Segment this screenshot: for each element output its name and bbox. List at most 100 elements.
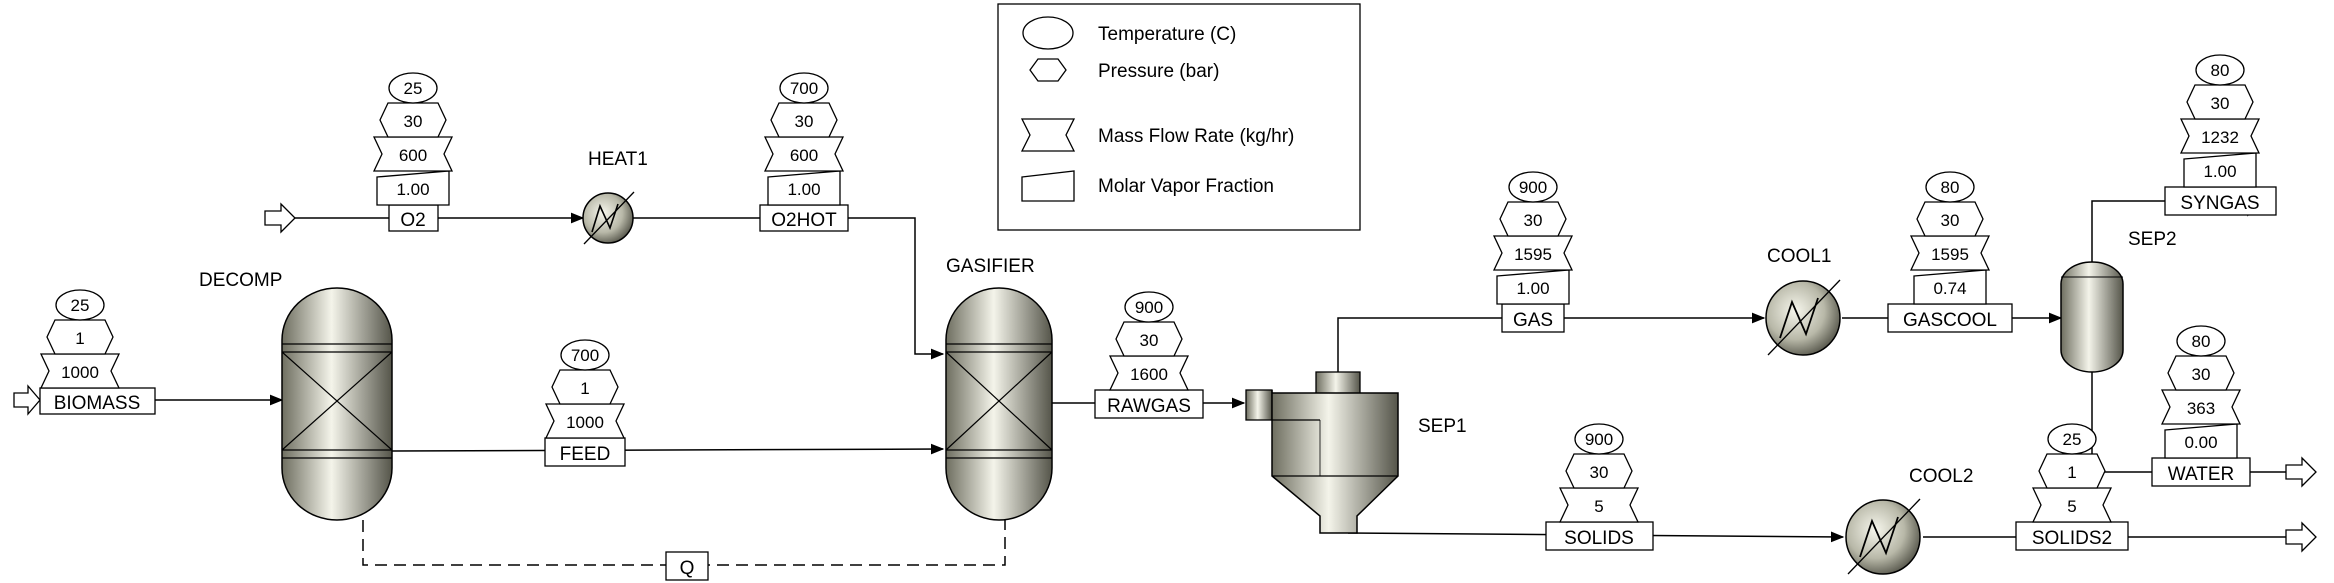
mass-flow-tag bbox=[1108, 355, 1190, 391]
tag-v-value: 0.00 bbox=[2184, 433, 2217, 452]
sep2-label: SEP2 bbox=[2128, 229, 2177, 250]
vapor-fraction-tag bbox=[2183, 152, 2257, 188]
tag-f-value: 363 bbox=[2187, 399, 2215, 418]
legend-pressure-symbol bbox=[1029, 58, 1067, 82]
temperature-tag bbox=[2195, 54, 2245, 86]
tag-p-value: 30 bbox=[2192, 365, 2211, 384]
legend-temperature-symbol bbox=[1022, 16, 1074, 50]
sep1-label: SEP1 bbox=[1418, 416, 1467, 437]
o2-inlet-arrow bbox=[264, 202, 296, 234]
cool1-cooler[interactable] bbox=[1765, 279, 1841, 356]
vapor-fraction-tag bbox=[376, 170, 450, 206]
tag-t-value: 700 bbox=[790, 79, 818, 98]
tag-f-value: 1595 bbox=[1514, 245, 1552, 264]
sep1-cyclone[interactable] bbox=[1245, 371, 1399, 534]
stream-label-biomass[interactable]: BIOMASS bbox=[39, 387, 156, 415]
tag-p-value: 1 bbox=[75, 329, 84, 348]
mass-flow-tag bbox=[544, 403, 626, 439]
vapor-fraction-tag bbox=[1496, 269, 1570, 305]
temperature-tag bbox=[2047, 423, 2097, 455]
tag-p-value: 1 bbox=[2067, 463, 2076, 482]
stream-label-solids2[interactable]: SOLIDS2 bbox=[2015, 521, 2129, 551]
mass-flow-tag bbox=[763, 136, 845, 172]
tag-f-value: 1232 bbox=[2201, 128, 2239, 147]
tag-v-value: 0.74 bbox=[1933, 279, 1966, 298]
tag-v-value: 1.00 bbox=[396, 180, 429, 199]
legend-vapor-fraction-label: Molar Vapor Fraction bbox=[1098, 176, 1274, 197]
stream-name-gas: GAS bbox=[1513, 310, 1553, 331]
stream-name-solids: SOLIDS bbox=[1564, 528, 1634, 549]
legend-vapor-fraction-symbol bbox=[1021, 170, 1075, 202]
pressure-tag bbox=[551, 369, 619, 405]
tag-t-value: 80 bbox=[2192, 332, 2211, 351]
tag-p-value: 30 bbox=[1140, 331, 1159, 350]
solids2-outlet-arrow bbox=[2285, 521, 2317, 553]
tag-p-value: 30 bbox=[1590, 463, 1609, 482]
stream-label-gascool[interactable]: GASCOOL bbox=[1887, 303, 2013, 333]
stream-label-feed[interactable]: FEED bbox=[544, 437, 626, 467]
mass-flow-tag bbox=[1558, 487, 1640, 523]
heat1-heater[interactable] bbox=[582, 191, 635, 245]
legend-pressure-label: Pressure (bar) bbox=[1098, 61, 1219, 82]
tag-p-value: 30 bbox=[404, 112, 423, 131]
stream-label-water[interactable]: WATER bbox=[2151, 457, 2251, 487]
pressure-tag bbox=[1115, 321, 1183, 357]
tag-f-value: 1595 bbox=[1931, 245, 1969, 264]
stream-label-o2[interactable]: O2 bbox=[388, 204, 439, 232]
vapor-fraction-tag bbox=[1913, 269, 1987, 305]
tag-f-value: 600 bbox=[399, 146, 427, 165]
tag-p-value: 30 bbox=[2211, 94, 2230, 113]
temperature-tag bbox=[1574, 423, 1624, 455]
stream-label-q[interactable]: Q bbox=[665, 551, 709, 581]
temperature-tag bbox=[55, 289, 105, 321]
tag-f-value: 600 bbox=[790, 146, 818, 165]
tag-t-value: 900 bbox=[1519, 178, 1547, 197]
stream-name-biomass: BIOMASS bbox=[54, 393, 141, 414]
mass-flow-tag bbox=[1492, 235, 1574, 271]
stream-label-solids[interactable]: SOLIDS bbox=[1545, 521, 1654, 551]
temperature-tag bbox=[1508, 171, 1558, 203]
tag-p-value: 30 bbox=[1524, 211, 1543, 230]
mass-flow-tag bbox=[2179, 118, 2261, 154]
tag-t-value: 25 bbox=[2063, 430, 2082, 449]
gasifier-reactor[interactable] bbox=[945, 287, 1053, 521]
tag-f-value: 5 bbox=[2067, 497, 2076, 516]
tag-t-value: 80 bbox=[2211, 61, 2230, 80]
water-outlet-arrow bbox=[2285, 456, 2317, 488]
decomp-reactor[interactable] bbox=[281, 287, 393, 521]
pressure-tag bbox=[770, 102, 838, 138]
result-tags-solids2: 5 1 25 bbox=[2031, 423, 2113, 523]
temperature-tag bbox=[560, 339, 610, 371]
stream-label-syngas[interactable]: SYNGAS bbox=[2164, 186, 2277, 216]
tag-t-value: 25 bbox=[71, 296, 90, 315]
pressure-tag bbox=[1916, 201, 1984, 237]
tag-f-value: 5 bbox=[1594, 497, 1603, 516]
stream-name-rawgas: RAWGAS bbox=[1107, 396, 1191, 417]
tag-p-value: 1 bbox=[580, 379, 589, 398]
temperature-tag bbox=[388, 72, 438, 104]
pressure-tag bbox=[1565, 453, 1633, 489]
cool2-cooler[interactable] bbox=[1845, 498, 1921, 575]
tag-v-value: 1.00 bbox=[787, 180, 820, 199]
pressure-tag bbox=[2186, 84, 2254, 120]
stream-name-o2: O2 bbox=[400, 210, 425, 231]
stream-label-rawgas[interactable]: RAWGAS bbox=[1094, 389, 1204, 419]
temperature-tag bbox=[2176, 325, 2226, 357]
decomp-label: DECOMP bbox=[199, 270, 282, 291]
result-tags-water: 0.00 363 30 80 bbox=[2160, 325, 2242, 459]
tag-p-value: 30 bbox=[1941, 211, 1960, 230]
stream-label-o2hot[interactable]: O2HOT bbox=[759, 204, 849, 232]
stream-label-gas[interactable]: GAS bbox=[1501, 303, 1565, 333]
sep2-flash-drum[interactable] bbox=[2060, 261, 2124, 373]
stream-result-tags: 10001251.0060030251.00600307001000170016… bbox=[39, 54, 2261, 523]
stream-name-q: Q bbox=[680, 558, 695, 579]
